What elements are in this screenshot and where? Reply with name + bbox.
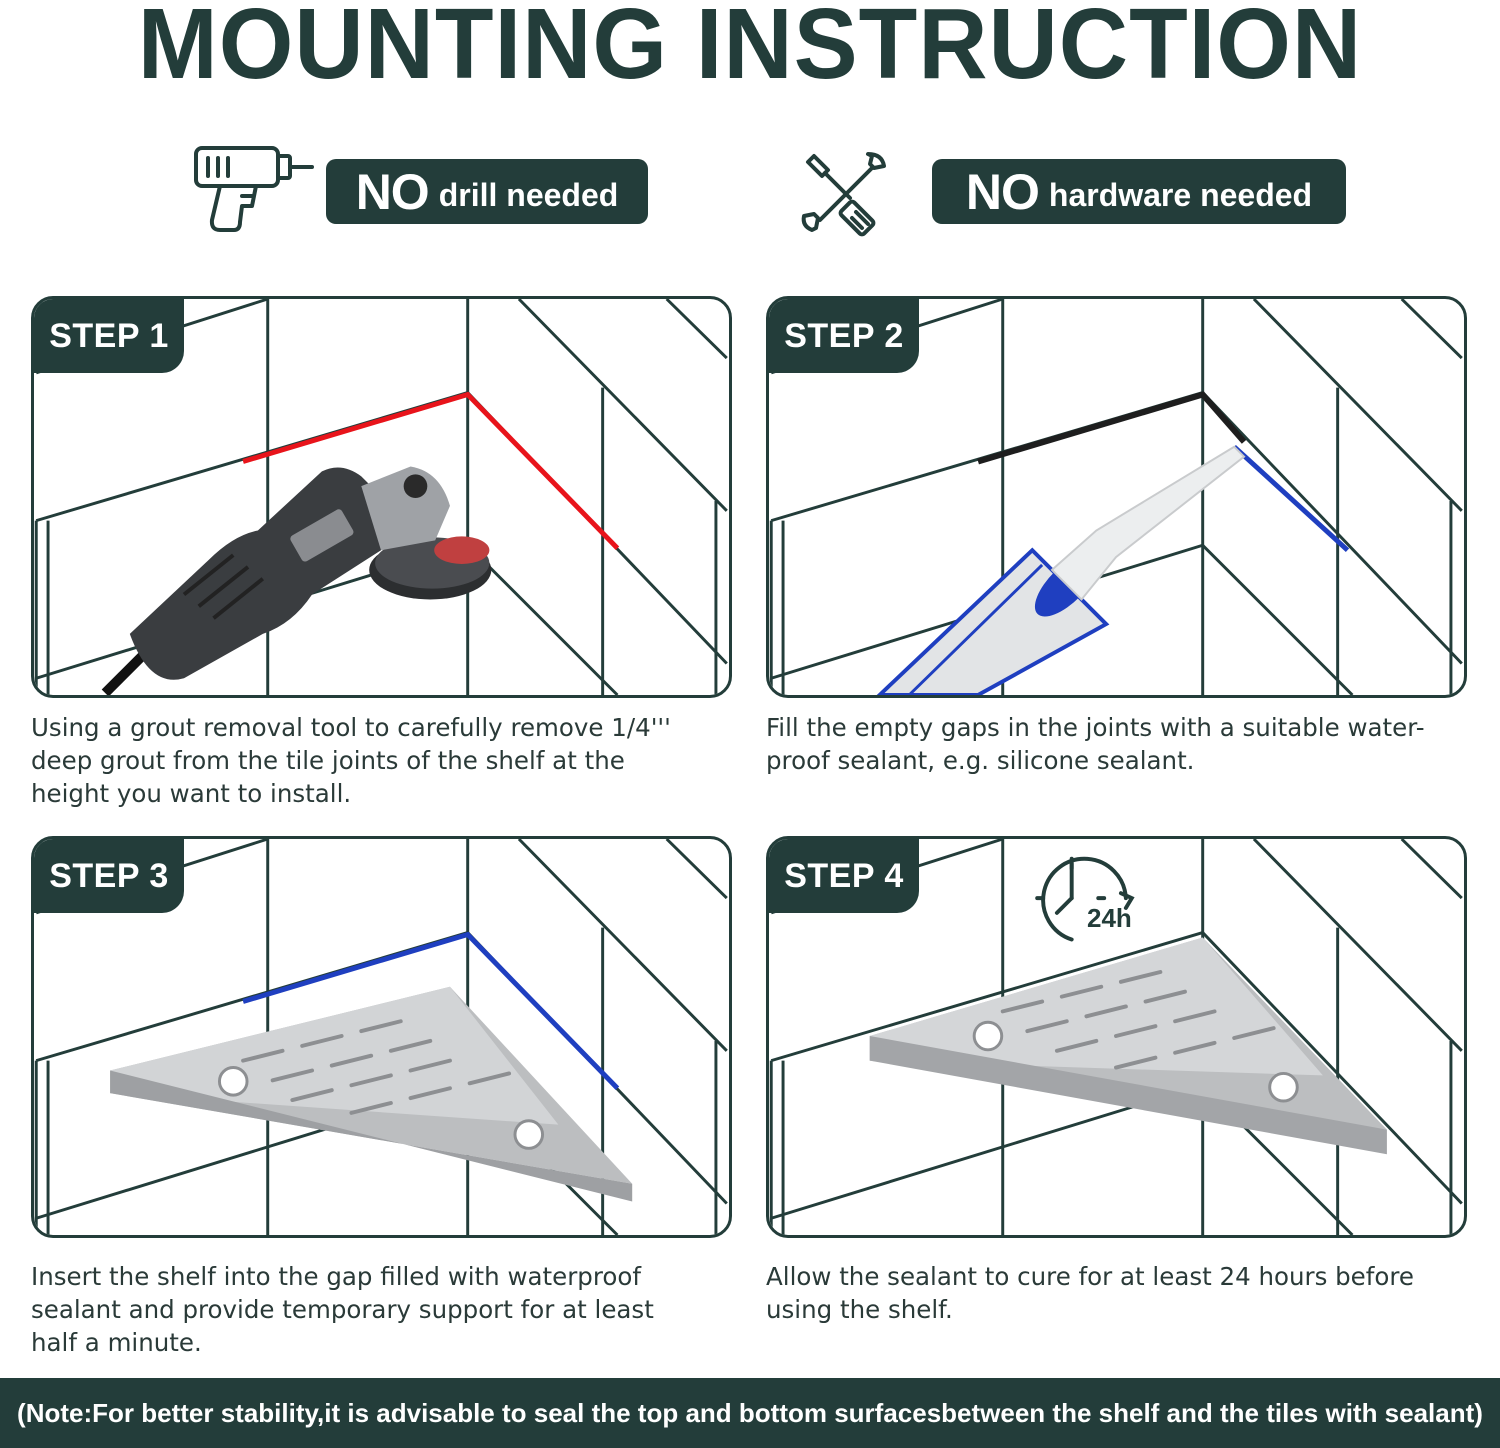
no-drill-badge: NO drill needed (326, 159, 648, 224)
page-title: MOUNTING INSTRUCTION (137, 0, 1363, 100)
step-2-label: STEP 2 (769, 299, 919, 373)
step-4-description: Allow the sealant to cure for at least 2… (766, 1262, 1414, 1324)
no-hardware-badge: NO hardware needed (932, 159, 1346, 224)
step-2-panel: STEP 2 (766, 296, 1467, 698)
step-4-label: STEP 4 (769, 839, 919, 913)
drill-icon (190, 142, 318, 238)
step-1-label: STEP 1 (34, 299, 184, 373)
step-3-description: Insert the shelf into the gap filled wit… (31, 1262, 654, 1357)
no-drill-big: NO (355, 163, 430, 220)
step-1-description: Using a grout removal tool to carefully … (31, 713, 671, 808)
clock-label: 24h (1087, 903, 1132, 933)
tools-icon (798, 146, 890, 238)
step-1-panel: STEP 1 (31, 296, 732, 698)
clock-24h-icon (1035, 856, 1135, 942)
step-3-panel: STEP 3 (31, 836, 732, 1238)
no-hardware-small: hardware needed (1048, 177, 1313, 213)
step-2-description: Fill the empty gaps in the joints with a… (766, 713, 1425, 775)
step-3-label: STEP 3 (34, 839, 184, 913)
step-2-illustration (769, 299, 1463, 695)
step-3-illustration (34, 839, 728, 1235)
no-drill-small: drill needed (438, 177, 619, 213)
step-1-illustration (34, 299, 728, 695)
no-hardware-big: NO (965, 163, 1040, 220)
step-4-illustration (769, 839, 1463, 1235)
note-bar: (Note:For better stability,it is advisab… (0, 1378, 1500, 1448)
step-4-panel: 24h STEP 4 (766, 836, 1467, 1238)
